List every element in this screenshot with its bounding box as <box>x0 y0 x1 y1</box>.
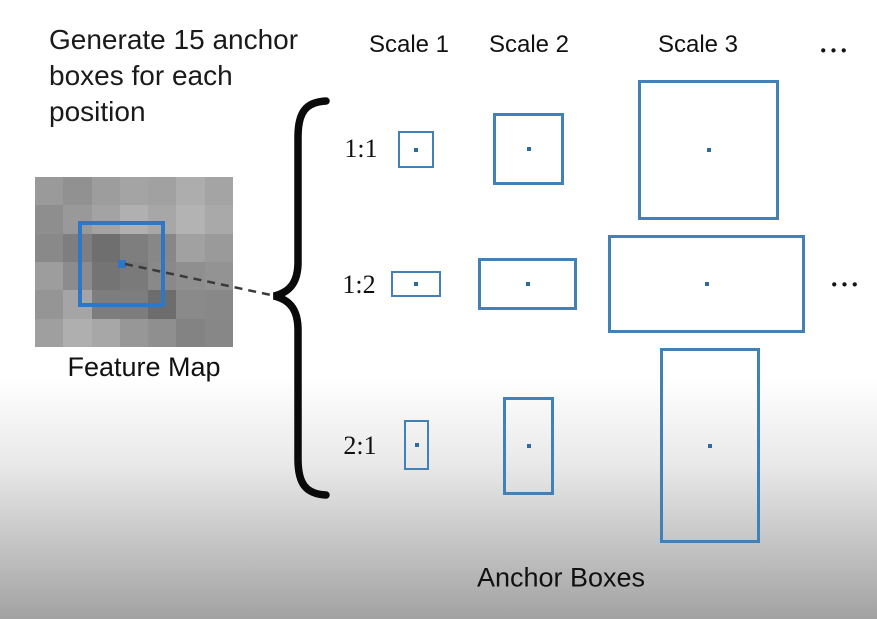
anchor-center-dot <box>526 444 531 448</box>
headline-line-3: position <box>49 96 146 127</box>
anchor-center-dot <box>526 147 531 151</box>
feature-map-cell <box>63 262 92 291</box>
ratio-label-1-1: 1:1 <box>344 134 378 163</box>
anchor-box-2-1-scale-3 <box>660 348 760 543</box>
column-header-scale-3: Scale 3 <box>657 31 739 58</box>
feature-map-cell <box>204 205 233 234</box>
anchor-center-dot <box>414 147 418 152</box>
anchor-center-dot <box>706 148 711 152</box>
headline-line-1: Generate 15 anchor <box>49 24 299 55</box>
feature-map-cell <box>91 233 120 262</box>
feature-map-cell <box>35 177 64 206</box>
row-1-2-ellipsis: ••• <box>831 276 863 294</box>
feature-map-cell <box>176 233 205 262</box>
anchor-center-dot <box>414 443 419 447</box>
feature-map-cell <box>204 177 233 206</box>
feature-map-cell <box>148 177 177 206</box>
anchor-center-dot <box>704 282 709 286</box>
feature-map-anchor-point-dot <box>118 260 126 268</box>
feature-map-cell <box>119 205 149 234</box>
feature-map-cell <box>176 318 205 347</box>
anchor-box-1-1-scale-2 <box>493 113 564 185</box>
feature-map-cell <box>204 262 233 291</box>
feature-map-label: Feature Map <box>67 352 221 382</box>
feature-map-cell <box>91 177 120 206</box>
feature-map-cell <box>35 290 64 319</box>
feature-map-cell <box>91 205 120 234</box>
feature-map-cell <box>91 318 120 347</box>
feature-map-cell <box>204 290 233 319</box>
feature-map-cell <box>35 262 64 291</box>
anchor-center-dot <box>525 282 530 286</box>
feature-map-cell <box>119 233 149 262</box>
feature-map-cell <box>148 318 177 347</box>
anchor-box-1-1-scale-1 <box>398 131 434 168</box>
anchor-box-1-1-scale-3 <box>638 80 779 220</box>
feature-map-cell <box>35 318 64 347</box>
anchor-center-dot <box>708 443 712 448</box>
feature-map-cell <box>91 262 120 291</box>
anchor-box-1-2-scale-1 <box>391 271 441 297</box>
column-header-scale-1: Scale 1 <box>368 31 450 58</box>
feature-map-cell <box>63 177 92 206</box>
feature-map-cell <box>204 233 233 262</box>
feature-map-cell <box>176 290 205 319</box>
feature-map-cell <box>204 318 233 347</box>
ratio-label-2-1: 2:1 <box>343 431 377 460</box>
anchor-center-dot <box>414 282 418 286</box>
feature-map-cell <box>176 205 205 234</box>
anchor-box-1-2-scale-2 <box>478 258 577 310</box>
diagram-caption: Anchor Boxes <box>476 562 646 593</box>
feature-map-cell <box>176 262 205 291</box>
feature-map-cell <box>63 233 92 262</box>
column-header-scale-2: Scale 2 <box>488 31 570 58</box>
feature-map-cell <box>119 177 149 206</box>
feature-map-cell <box>63 205 92 234</box>
feature-map-cell <box>35 233 64 262</box>
ratio-label-1-2: 1:2 <box>342 270 376 299</box>
feature-map-cell <box>119 318 149 347</box>
header-ellipsis: ••• <box>820 42 852 60</box>
anchor-box-1-2-scale-3 <box>608 235 805 333</box>
anchor-box-2-1-scale-1 <box>404 420 429 470</box>
curly-brace <box>272 97 330 499</box>
headline-line-2: boxes for each <box>49 60 233 91</box>
feature-map-cell <box>35 205 64 234</box>
feature-map-cell <box>63 318 92 347</box>
anchor-box-2-1-scale-2 <box>503 397 554 495</box>
feature-map-cell <box>176 177 205 206</box>
headline-text: Generate 15 anchor boxes for each positi… <box>49 22 298 130</box>
